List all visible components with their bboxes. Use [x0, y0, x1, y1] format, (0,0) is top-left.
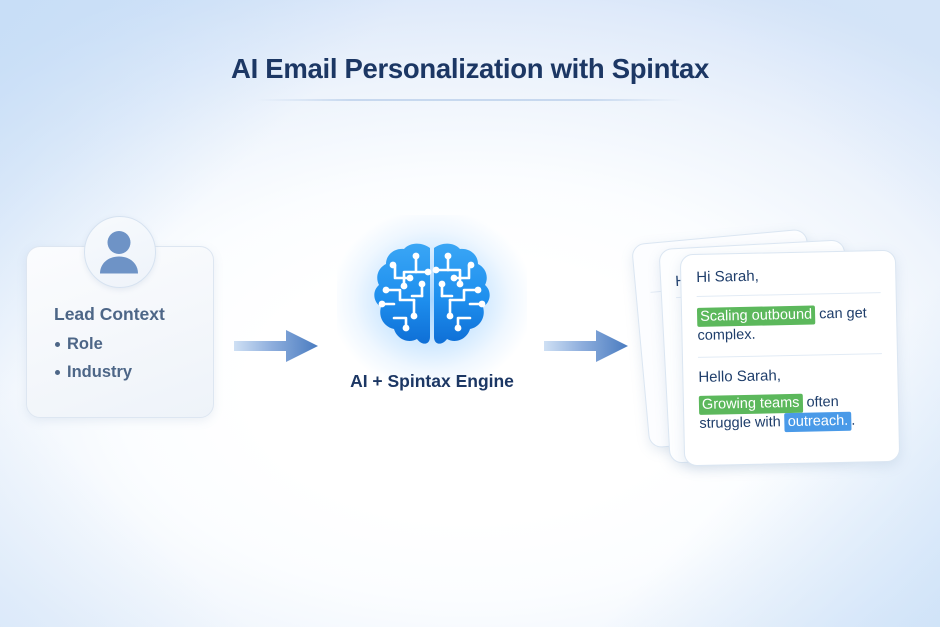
ai-brain-circuit-icon [364, 238, 500, 364]
email-text-3: . [851, 413, 856, 430]
arrow-right-icon-2 [542, 325, 630, 367]
ai-engine-group: AI + Spintax Engine [337, 215, 527, 408]
spintax-highlight-green-1: Scaling outbound [696, 305, 816, 327]
email-card-front: Hi Sarah, Scaling outbound can get compl… [679, 249, 901, 467]
arrow-right-icon-1 [232, 325, 320, 367]
title-underline [256, 99, 684, 101]
title-block: AI Email Personalization with Spintax [0, 52, 940, 101]
email-block-1: Hi Sarah, Scaling outbound can get compl… [696, 265, 882, 346]
page-title: AI Email Personalization with Spintax [231, 53, 709, 84]
email-divider-1 [696, 292, 881, 297]
email-divider-2 [697, 353, 882, 359]
email-block-2: Hello Sarah, Growing teams often struggl… [698, 365, 883, 434]
spintax-highlight-blue-1: outreach. [784, 412, 852, 433]
lead-context-bullet-industry: Industry [54, 363, 203, 381]
email-body-1: Scaling outbound can get complex. [696, 304, 882, 346]
email-variant-card-stack: He Hi Sarah, Scaling outbound can get co… [631, 228, 904, 476]
email-greeting-2: Hello Sarah, [698, 367, 782, 387]
lead-context-bullet-role: Role [54, 335, 203, 353]
email-body-2: Growing teams often struggle with outrea… [698, 392, 884, 434]
lead-context-body: Lead Context Role Industry [54, 304, 203, 392]
person-avatar-icon [84, 216, 156, 288]
spintax-highlight-green-2: Growing teams [698, 394, 803, 416]
lead-context-heading: Lead Context [54, 304, 165, 324]
email-greeting-1: Hi Sarah, [696, 267, 759, 286]
engine-label: AI + Spintax Engine [350, 371, 514, 391]
